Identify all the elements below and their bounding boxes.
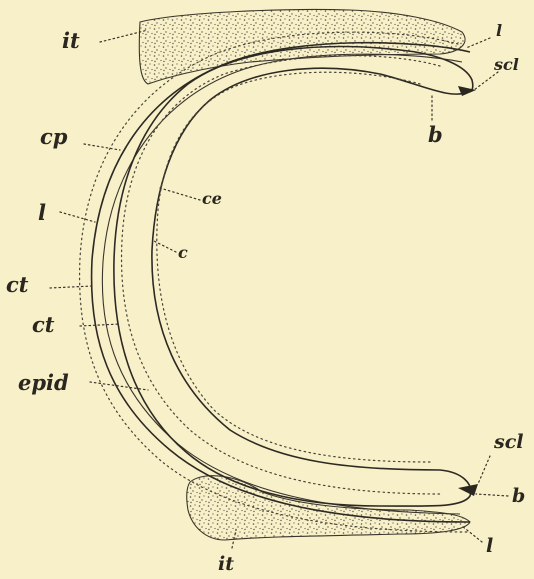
inner-dotted-line bbox=[157, 72, 430, 462]
label-epid: epid bbox=[18, 370, 69, 395]
label-it-bottom: it bbox=[218, 553, 234, 575]
label-it-top: it bbox=[62, 28, 80, 53]
label-ct-2: ct bbox=[32, 312, 55, 337]
leader-ce bbox=[160, 188, 200, 200]
label-b-top: b bbox=[428, 122, 443, 147]
leader-scl-bottom bbox=[478, 456, 490, 484]
label-l-top: l bbox=[496, 21, 502, 40]
leader-l-left bbox=[60, 212, 95, 222]
label-l-bottom: l bbox=[486, 535, 493, 557]
label-b-bottom: b bbox=[512, 485, 525, 507]
label-cp: cp bbox=[40, 124, 68, 149]
leader-scl-top bbox=[474, 72, 498, 90]
leader-b-bottom bbox=[476, 494, 508, 496]
label-scl-bottom: scl bbox=[493, 431, 523, 453]
leader-epid bbox=[90, 382, 148, 390]
leader-ct-2 bbox=[80, 324, 120, 326]
leader-l-top bbox=[466, 38, 490, 48]
outer-dotted-line bbox=[80, 32, 468, 532]
label-ct-1: ct bbox=[6, 272, 29, 297]
label-l-left: l bbox=[38, 200, 46, 225]
inner-dotted-line-2 bbox=[122, 56, 440, 494]
outer-layer-line-2 bbox=[102, 54, 462, 514]
leader-ct-1 bbox=[50, 286, 92, 288]
label-scl-top: scl bbox=[493, 55, 519, 74]
label-ce: ce bbox=[202, 189, 222, 208]
label-c: c bbox=[178, 243, 188, 262]
leader-cp bbox=[84, 144, 120, 150]
leader-c bbox=[152, 240, 176, 252]
leader-l-bottom bbox=[462, 526, 482, 542]
bottom-sclerotome-tip bbox=[458, 484, 478, 496]
